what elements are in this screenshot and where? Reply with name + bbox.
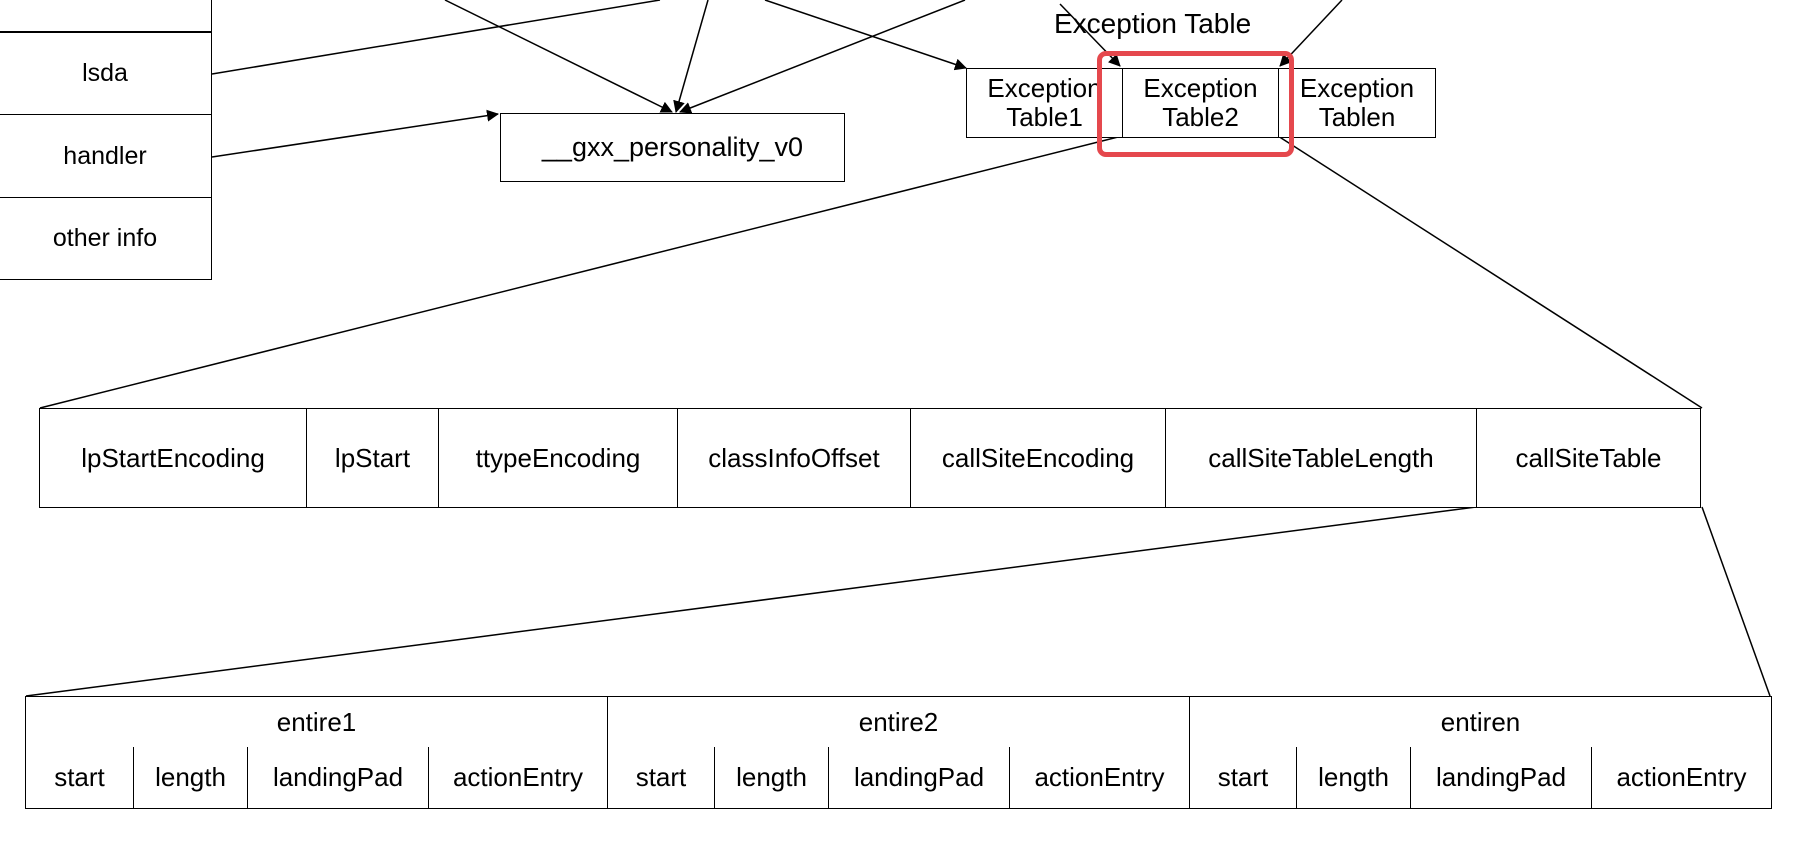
entry-n-field-start: start: [1190, 747, 1297, 809]
lsda-field-callsitetable: callSiteTable: [1477, 408, 1701, 508]
lsda-field-lpstart: lpStart: [307, 408, 439, 508]
handler-arrow: [211, 109, 499, 158]
entry-n-field-landingpad: landingPad: [1411, 747, 1592, 809]
exception-table-label-line1: Exception: [987, 72, 1102, 103]
lsda-field-callsitetablelength: callSiteTableLength: [1166, 408, 1477, 508]
personality-routine-box: __gxx_personality_v0: [500, 113, 845, 182]
arrow-into-personality-2: [673, 0, 709, 113]
exception-table-1: Exception Table1: [966, 68, 1123, 138]
exception-table-row: Exception Table1 Exception Table2 Except…: [966, 68, 1436, 138]
call-site-entry-headers: entire1 entire2 entiren: [25, 696, 1772, 748]
stack-cell-lsda: lsda: [0, 32, 212, 115]
zoom-line-right-2: [1701, 506, 1771, 697]
stack-cell-label: cursor: [70, 0, 139, 5]
call-site-entry-2-header: entire2: [608, 696, 1190, 748]
personality-label: __gxx_personality_v0: [541, 131, 804, 162]
selected-table-highlight: [1097, 51, 1294, 157]
call-site-entry-fields: start length landingPad actionEntry star…: [25, 747, 1772, 809]
arrow-into-table1: [764, 0, 967, 71]
entry-2-field-actionentry: actionEntry: [1010, 747, 1190, 809]
stack-cell-other-info: other info: [0, 197, 212, 280]
zoom-line-left-2: [25, 506, 1477, 697]
call-site-entry-n-header: entiren: [1190, 696, 1772, 748]
call-site-entry-1-header: entire1: [25, 696, 608, 748]
arrow-into-personality-3: [679, 0, 966, 114]
exception-table-label-line2: Table1: [1006, 102, 1083, 132]
entry-1-field-landingpad: landingPad: [248, 747, 429, 809]
lsda-field-ttypeencoding: ttypeEncoding: [439, 408, 678, 508]
lsda-line: [211, 0, 661, 75]
exception-table-label-line2: Tablen: [1318, 102, 1396, 132]
entry-1-field-actionentry: actionEntry: [429, 747, 608, 809]
entry-1-field-length: length: [134, 747, 248, 809]
zoom-line-right-1: [1277, 135, 1703, 409]
entry-2-field-start: start: [608, 747, 715, 809]
stack-cell-label: handler: [63, 141, 147, 170]
stack-cell-label: other info: [52, 224, 158, 253]
lsda-field-classinfooffset: classInfoOffset: [678, 408, 911, 508]
exception-table-title: Exception Table: [1054, 8, 1252, 39]
arrow-into-personality-1: [444, 0, 673, 113]
lsda-field-row: lpStartEncoding lpStart ttypeEncoding cl…: [39, 408, 1701, 508]
stack-cell-cursor: cursor: [0, 0, 212, 32]
exception-table-label-line1: Exception: [1143, 72, 1258, 103]
entry-n-field-length: length: [1297, 747, 1411, 809]
exception-table-label-line2: Table2: [1162, 102, 1239, 132]
exception-table-2: Exception Table2: [1123, 68, 1279, 138]
entry-1-field-start: start: [25, 747, 134, 809]
entry-2-field-length: length: [715, 747, 829, 809]
exception-table-label-line1: Exception: [1299, 72, 1415, 103]
lsda-field-lpstartencoding: lpStartEncoding: [39, 408, 307, 508]
stack-cell-label: lsda: [82, 59, 128, 88]
exception-table-n: Exception Tablen: [1279, 68, 1436, 138]
lsda-field-callsiteencoding: callSiteEncoding: [911, 408, 1166, 508]
entry-n-field-actionentry: actionEntry: [1592, 747, 1772, 809]
entry-2-field-landingpad: landingPad: [829, 747, 1010, 809]
stack-cell-handler: handler: [0, 114, 212, 198]
